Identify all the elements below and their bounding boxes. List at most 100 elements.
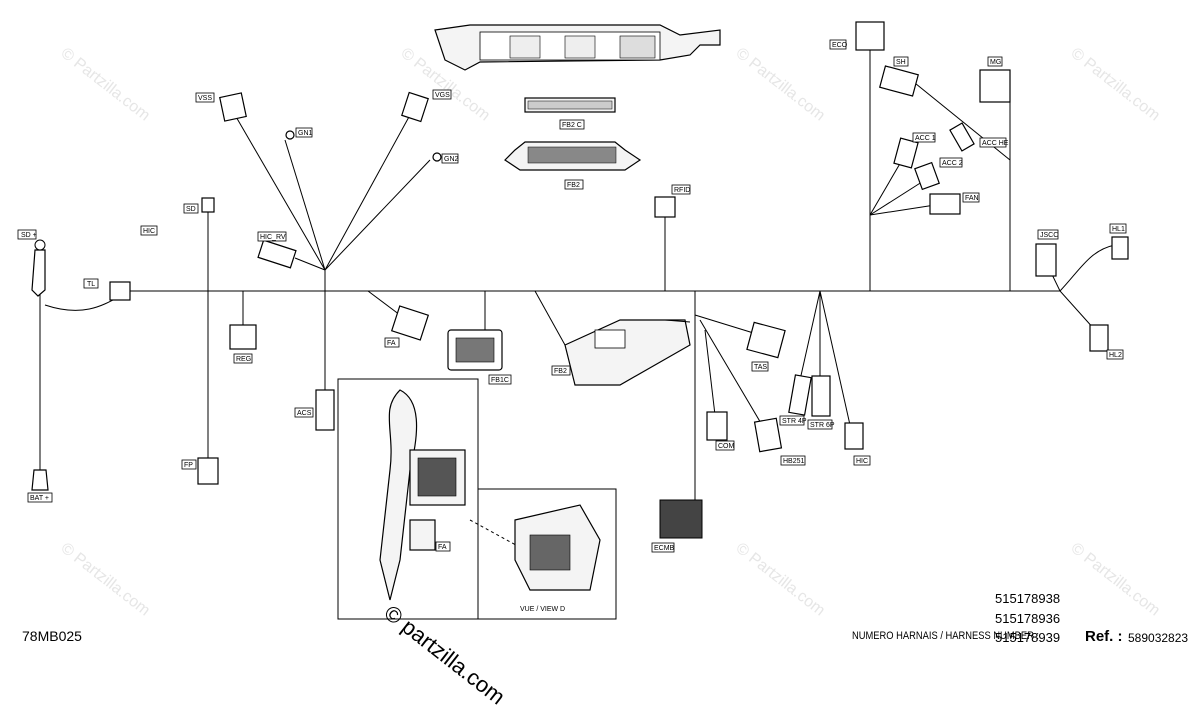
fan-connector [929,193,961,215]
svg-text:VSS: VSS [198,95,212,102]
label-fb2: FB2 [551,365,571,376]
svg-text:ECMB: ECMB [654,545,675,552]
label-acs: ACS [294,407,314,418]
label-mg: MG [987,56,1003,67]
svg-text:GN2: GN2 [444,156,459,163]
label-gn1: GN1 [295,127,313,138]
svg-text:HL2: HL2 [1109,352,1122,359]
label-sd-plus: SD + [17,229,37,240]
label-eco: ECO [829,39,848,50]
svg-text:STR 4P: STR 4P [782,418,807,425]
sd-connector [201,197,215,213]
svg-text:ACC 1: ACC 1 [915,135,936,142]
diagram-ref-code: 78MB025 [22,628,82,644]
svg-text:GN1: GN1 [298,130,313,137]
vgs-connector [401,91,429,123]
label-jscc: JSCC [1037,229,1059,240]
harness-number: 515178936 [995,611,1061,626]
svg-text:HIC_RV: HIC_RV [260,234,286,241]
svg-text:COM: COM [718,443,735,450]
label-vgs: VGS [432,89,452,100]
hl1-connector [1111,236,1129,260]
acc2-connector [914,161,940,191]
svg-text:ACS: ACS [297,410,312,417]
fb2c-connector [524,97,616,113]
label-hic-right: HIC [853,455,871,466]
gn1-ring [285,130,295,140]
label-hb251: HB251 [780,455,806,466]
str4p-connector [788,374,812,416]
fb2-connector-top [504,141,642,171]
svg-text:FB2: FB2 [567,182,580,189]
acc1-connector [893,137,919,169]
svg-text:FAN: FAN [965,195,979,202]
label-hic: HIC [140,225,158,236]
label-str6p: STR 6P [807,419,835,430]
svg-text:JSCC: JSCC [1040,232,1058,239]
svg-text:REG: REG [236,356,251,363]
ref-label: Ref. : [1085,628,1123,645]
str6p-connector [811,375,831,417]
svg-text:SD: SD [186,206,196,213]
svg-text:BAT +: BAT + [30,495,49,502]
hb251-connector [753,417,783,453]
acc-he-connector [949,122,975,152]
svg-text:HB251: HB251 [783,458,805,465]
label-acc-he: ACC HE [979,137,1009,148]
jscc-connector [1035,243,1057,277]
svg-text:MG: MG [990,59,1001,66]
label-ecmb: ECMB [651,542,675,553]
label-acc1: ACC 1 [912,132,936,143]
harness-number: 515178939 [995,630,1061,645]
label-tas: TAS [751,361,769,372]
svg-text:FP: FP [184,462,193,469]
vss-connector [219,92,247,122]
label-view-d: VUE / VIEW D [520,606,565,613]
svg-text:SH: SH [896,59,906,66]
eco-connector [855,21,885,51]
hl2-connector [1089,324,1109,352]
label-rfid: RFID [671,184,691,195]
svg-text:ACC HE: ACC HE [982,140,1009,147]
harness-number-label: NUMERO HARNAIS / HARNESS NUMBER : [852,630,1040,642]
tl-connector [109,281,131,301]
sh-connector [878,65,920,97]
svg-text:FA: FA [438,544,447,551]
watermark: © Partzilla.com [58,540,153,620]
ref-value: 589032823 [1128,631,1189,645]
svg-text:VGS: VGS [435,92,450,99]
main-harness-trunk [39,30,1116,510]
svg-text:HIC: HIC [856,458,868,465]
mg-connector [979,69,1011,103]
label-hic-rv: HIC_RV [257,231,287,242]
fuse-box-assembly [434,24,721,71]
label-fan: FAN [962,192,980,203]
svg-text:ECO: ECO [832,42,848,49]
label-str4p: STR 4P [779,415,807,426]
label-reg: REG [233,353,253,364]
label-vss: VSS [195,92,215,103]
label-com: COM [715,440,735,451]
acs-connector [315,389,335,431]
hic-rv-connector [257,239,297,269]
label-fb2c: FB2 C [559,119,585,130]
svg-text:SD +: SD + [21,232,37,239]
watermark: © Partzilla.com [1068,45,1163,125]
wiring-harness-diagram: © Partzilla.com © Partzilla.com © Partzi… [17,21,1163,620]
watermark: © Partzilla.com [733,540,828,620]
label-fa-inset: FA [435,541,451,552]
svg-text:HIC: HIC [143,228,155,235]
svg-text:FB2: FB2 [554,368,567,375]
svg-text:FB2 C: FB2 C [562,122,582,129]
svg-text:FA: FA [387,340,396,347]
svg-text:FB1C: FB1C [491,377,509,384]
svg-text:ACC 2: ACC 2 [942,160,963,167]
harness-number: 515178938 [995,591,1061,606]
svg-text:RFID: RFID [674,187,690,194]
battery-lead [31,239,49,491]
gn2-ring [432,152,442,162]
label-sd: SD [183,203,199,214]
svg-text:TL: TL [87,281,95,288]
svg-text:HL1: HL1 [1112,226,1125,233]
svg-text:TAS: TAS [754,364,767,371]
